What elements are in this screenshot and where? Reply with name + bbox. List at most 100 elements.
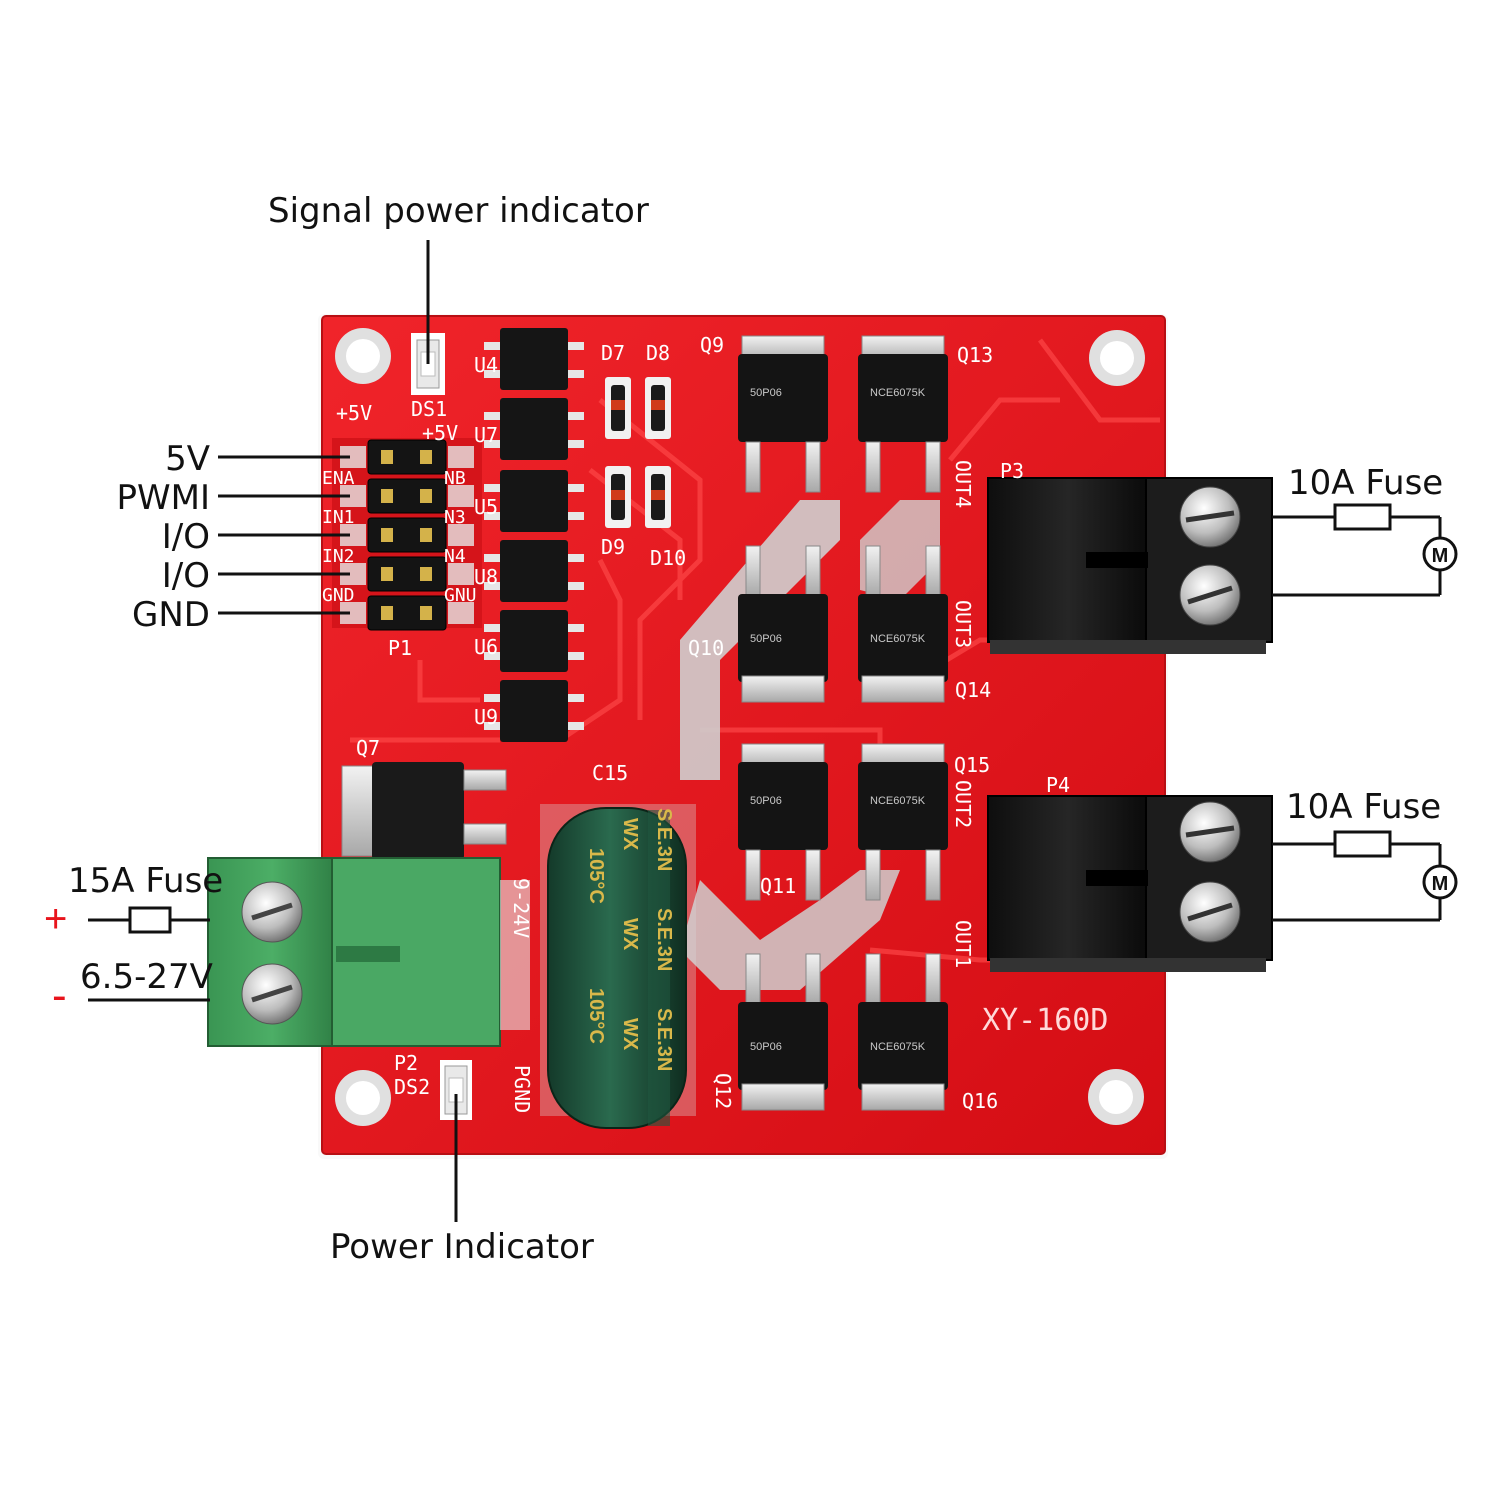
callout-plus: + bbox=[44, 897, 67, 941]
power-input-terminal bbox=[207, 857, 530, 1047]
silk-q7: Q7 bbox=[356, 736, 380, 760]
silk-u9: U9 bbox=[474, 705, 498, 729]
silk-out3: OUT3 bbox=[951, 600, 975, 648]
optocoupler-u6: U6 bbox=[474, 610, 584, 672]
mosfet-mark: 50P06 bbox=[750, 1041, 782, 1053]
silk-c15: C15 bbox=[592, 761, 628, 785]
callout-fuse-in: 15A Fuse bbox=[68, 861, 223, 901]
silk-q10: Q10 bbox=[688, 636, 724, 660]
silk-pin-right-2: N4 bbox=[444, 546, 466, 567]
mounting-hole-br bbox=[1088, 1069, 1144, 1125]
silk-q12: Q12 bbox=[711, 1073, 735, 1109]
cap-mark-5: WX bbox=[619, 918, 641, 951]
pin-label-0: 5V bbox=[165, 439, 210, 479]
pin-header-row bbox=[367, 517, 447, 553]
copper-pour-lower bbox=[680, 870, 900, 990]
silk-d8: D8 bbox=[646, 341, 670, 365]
cap-mark-4: WX bbox=[619, 818, 641, 851]
cap-mark-6: WX bbox=[619, 1018, 641, 1051]
optocoupler-u4: U4 bbox=[474, 328, 584, 390]
silk-q14: Q14 bbox=[955, 678, 991, 702]
motor-symbol-top: M bbox=[1432, 545, 1449, 567]
pin-icon bbox=[381, 450, 393, 464]
mosfet-q10: 50P06 bbox=[738, 545, 828, 703]
motor-icon: M bbox=[1422, 536, 1458, 572]
pin-icon bbox=[420, 606, 432, 620]
screw-icon bbox=[1179, 486, 1241, 548]
mosfet-q15: NCE6075K bbox=[858, 743, 948, 901]
silk-out1: OUT1 bbox=[951, 920, 975, 968]
pin-icon bbox=[420, 567, 432, 581]
silk-u6: U6 bbox=[474, 635, 498, 659]
silk-u4: U4 bbox=[474, 353, 498, 377]
silk-board-name: XY-160D bbox=[982, 1003, 1108, 1038]
silk-d9: D9 bbox=[601, 535, 625, 559]
optocoupler-u5: U5 bbox=[474, 470, 584, 532]
diode-d8 bbox=[645, 377, 671, 439]
silk-p3: P3 bbox=[1000, 459, 1024, 483]
silk-pin-left-1: IN1 bbox=[322, 507, 355, 528]
silk-vin-range: 9-24V bbox=[509, 878, 533, 938]
mosfet-mark: 50P06 bbox=[750, 795, 782, 807]
pin-label-4: GND bbox=[132, 595, 210, 635]
silk-p4: P4 bbox=[1046, 773, 1070, 797]
motor-symbol-bottom: M bbox=[1432, 873, 1449, 895]
pin-header-row bbox=[367, 595, 447, 631]
pin-icon bbox=[420, 528, 432, 542]
mosfet-mark: NCE6075K bbox=[870, 387, 926, 399]
silk-out4: OUT4 bbox=[951, 460, 975, 508]
silk-plus5v-left: +5V bbox=[336, 401, 372, 425]
mounting-hole-tl bbox=[335, 328, 391, 384]
silk-out2: OUT2 bbox=[951, 780, 975, 828]
pin-label-2: I/O bbox=[162, 517, 210, 557]
cap-mark-3: S.E.3N bbox=[653, 1008, 675, 1071]
mosfet-q14: NCE6075K bbox=[858, 545, 948, 703]
pin-header-row bbox=[367, 439, 447, 475]
callout-fuse-out-top: 10A Fuse bbox=[1288, 463, 1443, 503]
pin-icon bbox=[420, 450, 432, 464]
mosfet-mark: 50P06 bbox=[750, 387, 782, 399]
pin-label-3: I/O bbox=[162, 556, 210, 596]
regulator-q7 bbox=[341, 762, 507, 860]
silk-pin-left-3: GND bbox=[322, 585, 355, 606]
silk-d10: D10 bbox=[650, 546, 686, 570]
silk-pin-right-3: GNU bbox=[444, 585, 477, 606]
pin-header-row bbox=[367, 556, 447, 592]
silk-pin-right-0: NB bbox=[444, 468, 466, 489]
silk-q11: Q11 bbox=[760, 874, 796, 898]
silk-pin-right-1: N3 bbox=[444, 507, 466, 528]
silk-q13: Q13 bbox=[957, 343, 993, 367]
optocoupler-u7: U7 bbox=[474, 398, 584, 460]
output-terminal-p3 bbox=[987, 477, 1273, 654]
callout-input-voltage: 6.5-27V bbox=[80, 957, 213, 997]
silk-p2: P2 bbox=[394, 1051, 418, 1075]
cap-mark-7: 105°C bbox=[585, 848, 607, 904]
diode-d9 bbox=[605, 466, 631, 528]
pin-label-1: PWMI bbox=[117, 478, 210, 518]
screw-icon bbox=[241, 881, 303, 943]
pin-icon bbox=[420, 489, 432, 503]
fuse-in-symbol bbox=[128, 906, 172, 934]
cap-mark-1: S.E.3N bbox=[653, 808, 675, 871]
screw-icon bbox=[241, 963, 303, 1025]
pin-icon bbox=[381, 567, 393, 581]
optocoupler-u8: U8 bbox=[474, 540, 584, 602]
optocoupler-u9: U9 bbox=[474, 680, 584, 742]
mosfet-mark: NCE6075K bbox=[870, 1041, 926, 1053]
silk-q15: Q15 bbox=[954, 753, 990, 777]
silk-u7: U7 bbox=[474, 423, 498, 447]
pin-icon bbox=[381, 528, 393, 542]
cap-mark-8: 105°C bbox=[585, 988, 607, 1044]
callout-minus: - bbox=[52, 971, 67, 1020]
callout-power-indicator: Power Indicator bbox=[330, 1227, 594, 1267]
callout-signal-power-indicator: Signal power indicator bbox=[268, 191, 649, 231]
pin-icon bbox=[381, 606, 393, 620]
silk-pin-left-0: ENA bbox=[322, 468, 355, 489]
silk-q9: Q9 bbox=[700, 333, 724, 357]
silk-p1: P1 bbox=[388, 636, 412, 660]
mounting-hole-tr bbox=[1089, 330, 1145, 386]
